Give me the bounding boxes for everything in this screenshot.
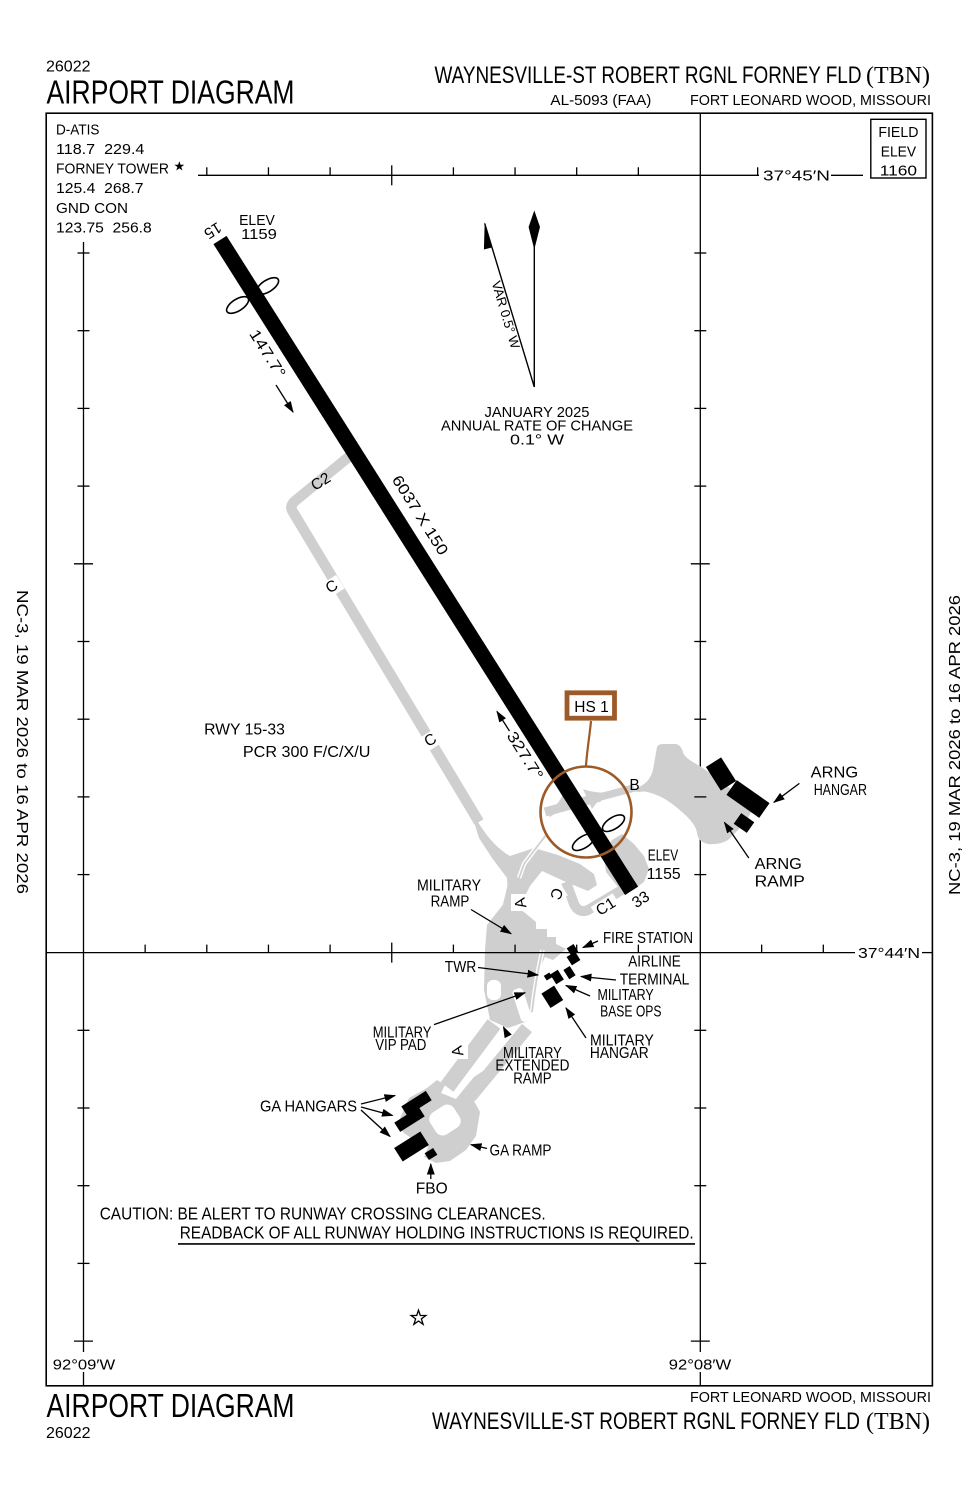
svg-text:37°44′N: 37°44′N — [858, 946, 920, 962]
svg-text:JANUARY 2025: JANUARY 2025 — [485, 404, 590, 421]
svg-text:FBO: FBO — [416, 1181, 448, 1198]
svg-text:RAMP: RAMP — [755, 874, 805, 891]
svg-text:AIRLINE: AIRLINE — [628, 954, 681, 971]
svg-text:MILITARY: MILITARY — [373, 1024, 432, 1041]
svg-text:FORNEY TOWER: FORNEY TOWER — [56, 162, 169, 178]
svg-text:(TBN): (TBN) — [866, 1408, 930, 1435]
svg-text:ELEV: ELEV — [881, 144, 916, 161]
svg-text:BASE OPS: BASE OPS — [600, 1004, 661, 1021]
svg-text:HANGAR: HANGAR — [814, 782, 867, 799]
svg-text:92°09′W: 92°09′W — [53, 1358, 116, 1374]
svg-text:READBACK OF ALL RUNWAY HOLDING: READBACK OF ALL RUNWAY HOLDING INSTRUCTI… — [180, 1223, 694, 1243]
svg-text:A: A — [511, 896, 530, 910]
svg-text:CAUTION: BE ALERT TO RUNWAY CR: CAUTION: BE ALERT TO RUNWAY CROSSING CLE… — [100, 1203, 546, 1223]
svg-text:MILITARY: MILITARY — [590, 1033, 654, 1050]
svg-text:GA RAMP: GA RAMP — [490, 1143, 552, 1160]
svg-text:VIP PAD: VIP PAD — [375, 1037, 426, 1054]
svg-text:RWY 15-33: RWY 15-33 — [204, 722, 285, 739]
svg-text:ARNG: ARNG — [811, 764, 858, 781]
svg-text:15: 15 — [201, 218, 225, 242]
svg-text:37°45′N: 37°45′N — [763, 169, 830, 185]
svg-text:GA HANGARS: GA HANGARS — [260, 1099, 357, 1116]
svg-text:ARNG: ARNG — [755, 856, 802, 873]
svg-text:ELEV: ELEV — [239, 212, 275, 229]
svg-text:(TBN): (TBN) — [866, 62, 930, 89]
svg-text:1155: 1155 — [647, 866, 681, 883]
svg-text:WAYNESVILLE-ST ROBERT RGNL FOR: WAYNESVILLE-ST ROBERT RGNL FORNEY FLD — [435, 62, 862, 89]
svg-text:★: ★ — [174, 159, 186, 174]
svg-text:AL-5093 (FAA): AL-5093 (FAA) — [550, 92, 651, 109]
svg-text:GND CON: GND CON — [56, 201, 128, 217]
svg-text:123.75 256.8: 123.75 256.8 — [56, 220, 152, 236]
svg-text:FIRE STATION: FIRE STATION — [603, 930, 693, 947]
svg-text:TWR: TWR — [445, 959, 477, 976]
svg-text:ELEV: ELEV — [648, 848, 679, 865]
svg-text:EXTENDED: EXTENDED — [495, 1058, 569, 1075]
svg-text:RAMP: RAMP — [513, 1070, 551, 1087]
svg-text:125.4 268.7: 125.4 268.7 — [56, 181, 144, 197]
svg-text:HANGAR: HANGAR — [590, 1045, 649, 1062]
svg-text:A: A — [448, 1044, 467, 1058]
svg-text:1159: 1159 — [241, 226, 277, 243]
svg-text:RAMP: RAMP — [431, 894, 470, 911]
svg-text:92°08′W: 92°08′W — [669, 1358, 732, 1374]
svg-text:WAYNESVILLE-ST ROBERT RGNL FOR: WAYNESVILLE-ST ROBERT RGNL FORNEY FLD — [432, 1408, 860, 1435]
svg-text:TERMINAL: TERMINAL — [620, 972, 690, 989]
svg-text:HS 1: HS 1 — [574, 699, 608, 716]
svg-text:FORT LEONARD WOOD, MISSOURI: FORT LEONARD WOOD, MISSOURI — [690, 1389, 931, 1406]
svg-text:1160: 1160 — [880, 163, 917, 180]
svg-text:ANNUAL RATE OF CHANGE: ANNUAL RATE OF CHANGE — [441, 418, 633, 435]
svg-text:26022: 26022 — [46, 58, 91, 75]
svg-text:33: 33 — [629, 888, 653, 912]
svg-text:NC-3, 19 MAR 2026 to 16 APR: NC-3, 19 MAR 2026 to 16 APR 2026 — [13, 590, 30, 894]
svg-text:AIRPORT DIAGRAM: AIRPORT DIAGRAM — [47, 1388, 295, 1425]
svg-text:PCR 300 F/C/X/U: PCR 300 F/C/X/U — [243, 744, 371, 761]
svg-text:MILITARY: MILITARY — [503, 1045, 562, 1062]
svg-text:B: B — [629, 777, 639, 794]
svg-text:MILITARY: MILITARY — [597, 987, 653, 1004]
svg-text:118.7 229.4: 118.7 229.4 — [56, 142, 144, 158]
svg-text:MILITARY: MILITARY — [417, 878, 481, 895]
svg-text:0.1° W: 0.1° W — [510, 432, 565, 449]
svg-text:AIRPORT DIAGRAM: AIRPORT DIAGRAM — [47, 75, 295, 112]
svg-text:NC-3, 19 MAR 2026 to 16 APR: NC-3, 19 MAR 2026 to 16 APR 2026 — [947, 595, 964, 895]
svg-text:FORT LEONARD WOOD, MISSOURI: FORT LEONARD WOOD, MISSOURI — [690, 92, 931, 109]
svg-text:26022: 26022 — [46, 1425, 91, 1442]
svg-text:C: C — [546, 885, 566, 901]
svg-text:FIELD: FIELD — [878, 124, 918, 141]
svg-text:D-ATIS: D-ATIS — [56, 122, 99, 138]
